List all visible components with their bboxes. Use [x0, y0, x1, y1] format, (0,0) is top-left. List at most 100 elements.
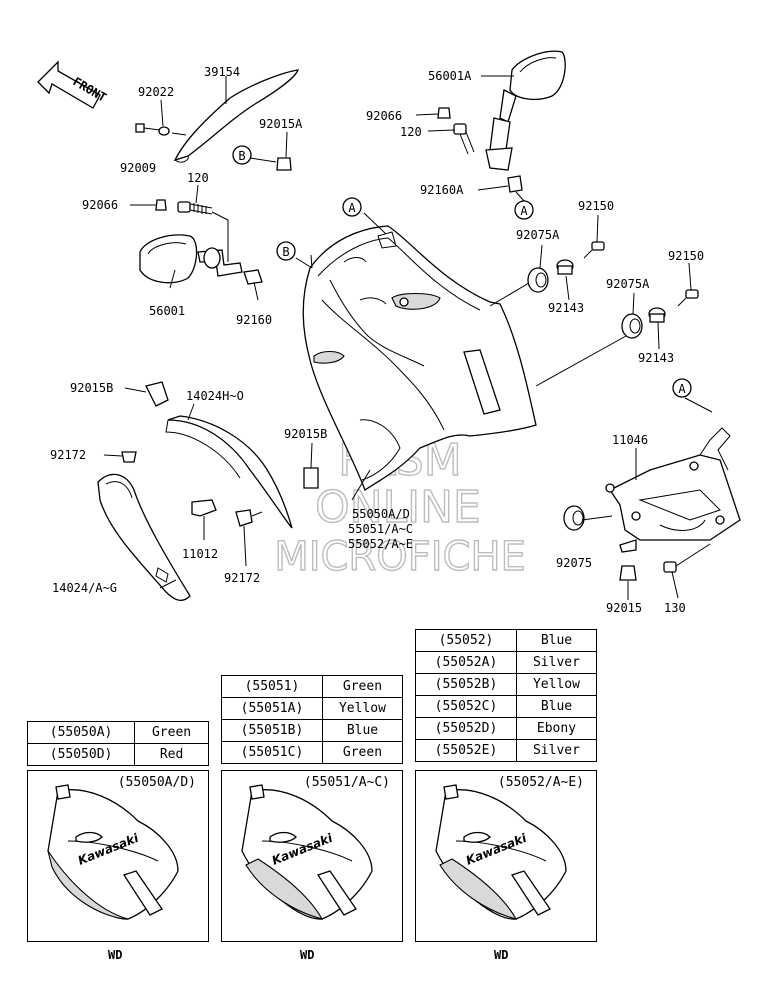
ref-a-bracket: A [672, 378, 692, 398]
callout-92160A: 92160A [420, 183, 464, 197]
grommet-92172-mid [235, 509, 263, 527]
callout-11046: 11046 [612, 433, 648, 447]
callout-14024H: 14024H~O [186, 389, 244, 403]
table-row: (55051)Green [221, 675, 404, 698]
ref-a-cowl: A [342, 197, 362, 217]
grommet-92075 [563, 505, 585, 531]
detail-panel-55051: (55051/A~C) Kawasaki [221, 770, 403, 942]
panel-title: (55050A/D) [117, 775, 196, 790]
collar-92143-upper [556, 259, 574, 275]
callout-92075A-lower: 92075A [606, 277, 650, 291]
callout-14024A: 14024/A~G [52, 581, 117, 595]
table-cell: Yellow [515, 673, 598, 696]
color-table-55052: (55052)Blue (55052A)Silver (55052B)Yello… [415, 629, 598, 762]
table-cell: Blue [515, 695, 598, 718]
washer-92022 [158, 126, 170, 136]
bolt-92009 [135, 123, 161, 133]
gasket-92160 [243, 269, 263, 285]
table-cell: Silver [515, 651, 598, 674]
detail-panel-55050: (55050A/D) Kawasaki [27, 770, 209, 942]
table-cell: (55050A) [26, 721, 136, 744]
grommet-92172-left [121, 451, 137, 463]
panel-footer-wd: WD [108, 948, 123, 962]
callout-56001A: 56001A [428, 69, 472, 83]
clip-92015B-left [145, 381, 169, 407]
callout-92075A-upper: 92075A [516, 228, 560, 242]
ref-b-cowl: B [276, 241, 296, 261]
table-row: (55051C)Green [221, 741, 404, 764]
table-cell: Silver [515, 739, 598, 762]
front-arrow: FRONT [37, 60, 109, 109]
table-cell: (55051) [221, 675, 323, 698]
svg-text:B: B [238, 149, 245, 163]
callout-92015: 92015 [606, 601, 642, 615]
callout-92015B-mid: 92015B [284, 427, 327, 441]
callout-92143-lower: 92143 [638, 351, 674, 365]
table-cell: (55051A) [221, 697, 323, 720]
cowl-illustration: Kawasaki [241, 784, 373, 920]
nut-92015 [619, 565, 637, 581]
bolt-92150-lower [677, 289, 699, 307]
table-cell: (55052) [415, 629, 517, 652]
callout-92143-upper: 92143 [548, 301, 584, 315]
table-row: (55051B)Blue [221, 719, 404, 742]
callout-55052: 55052/A~E [348, 537, 413, 551]
color-table-55050: (55050A)Green (55050D)Red [26, 721, 209, 766]
table-cell: Blue [515, 629, 598, 652]
cowl-illustration: Kawasaki [47, 784, 179, 920]
cowl-illustration: Kawasaki [435, 784, 567, 920]
callout-92160: 92160 [236, 313, 272, 327]
table-row: (55052)Blue [415, 629, 598, 652]
bolt-92150-upper [583, 241, 605, 259]
svg-text:A: A [520, 204, 528, 218]
callout-92015B-left: 92015B [70, 381, 113, 395]
table-row: (55050A)Green [26, 721, 209, 744]
watermark-line2: ONLINE [315, 482, 481, 533]
bracket-39154 [173, 69, 300, 163]
table-cell: Red [134, 743, 209, 766]
bracket-11046 [605, 427, 741, 553]
svg-text:A: A [348, 201, 356, 215]
callout-92172-mid: 92172 [224, 571, 260, 585]
clip-11012 [191, 499, 217, 517]
table-cell: (55051B) [221, 719, 323, 742]
mirror-56001A [485, 50, 566, 171]
callout-92150-lower: 92150 [668, 249, 704, 263]
callout-55050: 55050A/D [352, 507, 410, 521]
gasket-92160A [507, 175, 523, 193]
callout-92150-upper: 92150 [578, 199, 614, 213]
table-cell: (55052C) [415, 695, 517, 718]
callout-92022: 92022 [138, 85, 174, 99]
callout-120-left: 120 [187, 171, 209, 185]
collar-92143-lower [648, 307, 666, 323]
grommet-92075A-upper [527, 267, 549, 293]
callout-11012: 11012 [182, 547, 218, 561]
ref-b-upper: B [232, 145, 252, 165]
grommet-92075A-lower [621, 313, 643, 339]
callout-92075: 92075 [556, 556, 592, 570]
watermark-line3: MICROFICHE [274, 534, 526, 580]
color-table-55051: (55051)Green (55051A)Yellow (55051B)Blue… [221, 675, 404, 764]
table-cell: (55050D) [26, 743, 136, 766]
panel-title: (55051/A~C) [303, 775, 390, 790]
nut-92015A [276, 157, 292, 171]
svg-text:B: B [282, 245, 289, 259]
bolt-120-left [177, 201, 213, 215]
table-row: (55052A)Silver [415, 651, 598, 674]
table-cell: (55052E) [415, 739, 517, 762]
table-cell: Green [321, 675, 404, 698]
table-cell: Yellow [321, 697, 404, 720]
table-cell: (55052B) [415, 673, 517, 696]
table-cell: Ebony [515, 717, 598, 740]
callout-92009: 92009 [120, 161, 156, 175]
panel-footer-wd: WD [494, 948, 509, 962]
callout-92015A: 92015A [259, 117, 303, 131]
callout-120-right: 120 [400, 125, 422, 139]
table-row: (55052B)Yellow [415, 673, 598, 696]
callout-39154: 39154 [204, 65, 240, 79]
table-cell: Blue [321, 719, 404, 742]
table-cell: (55052A) [415, 651, 517, 674]
cap-92066-left [155, 199, 167, 211]
cap-92066-right [437, 107, 451, 119]
panel-title: (55052/A~E) [497, 775, 584, 790]
